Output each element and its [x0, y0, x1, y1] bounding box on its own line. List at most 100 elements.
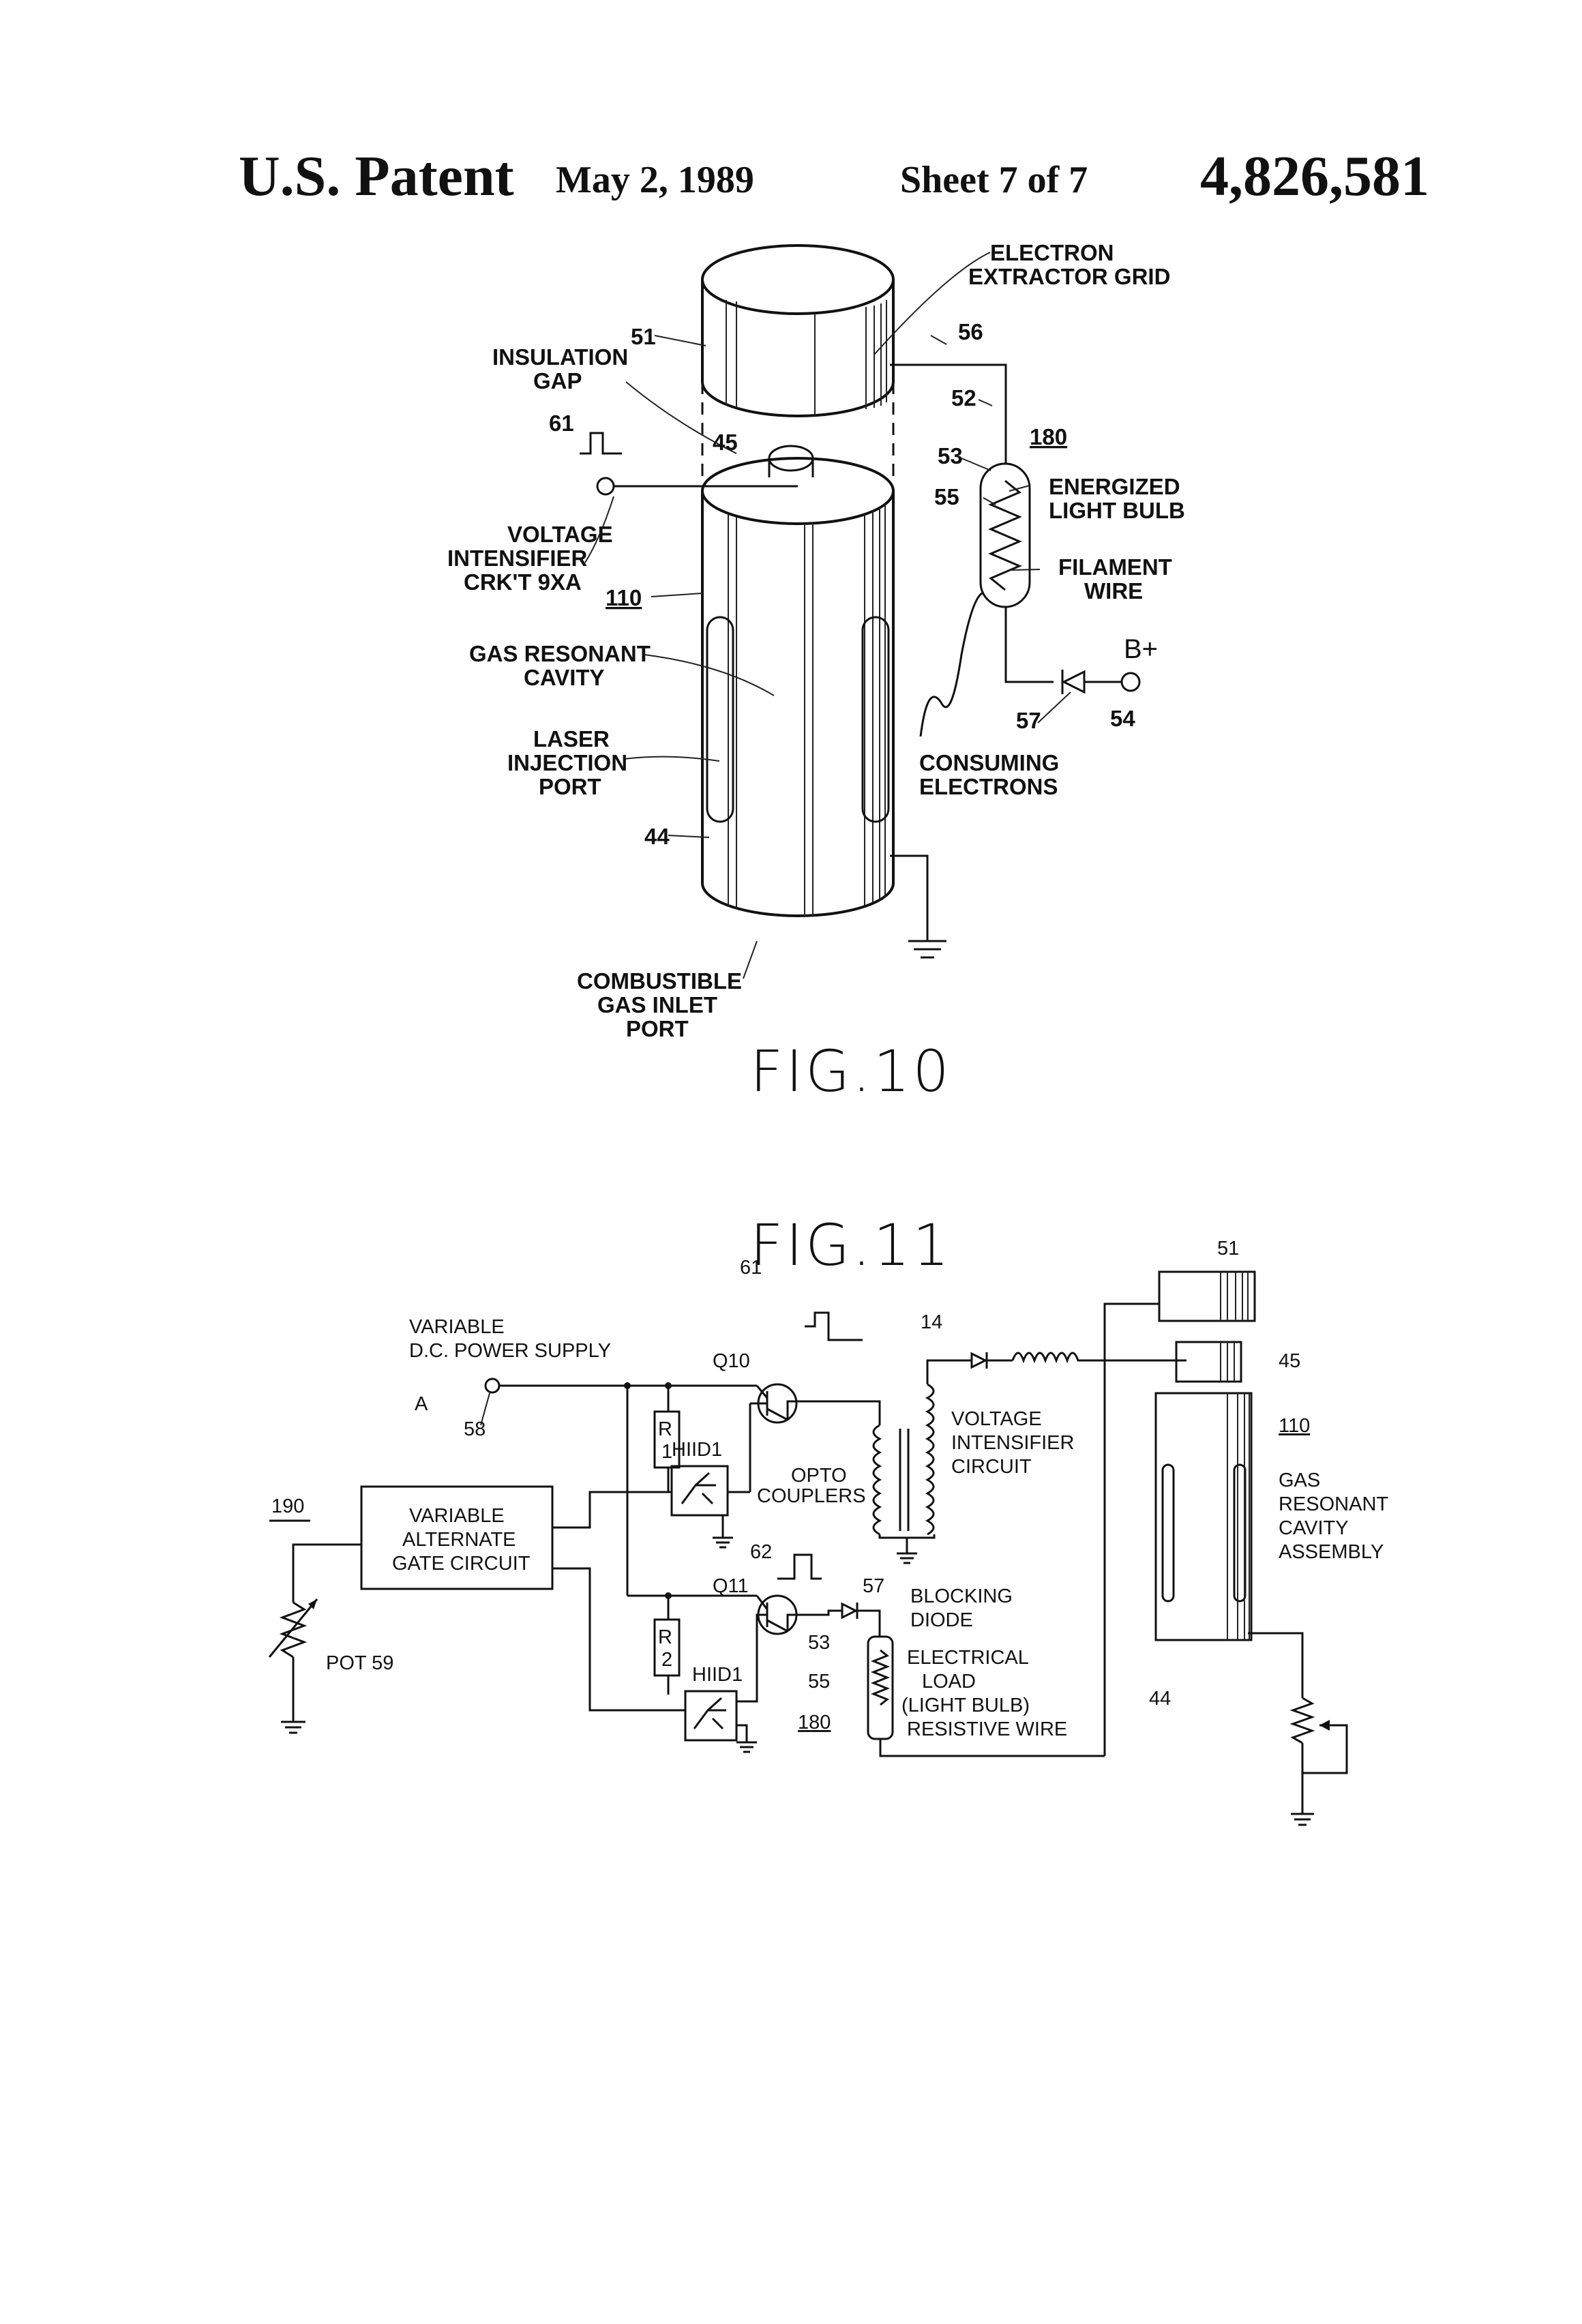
fig11-label-cavity: CAVITY [1279, 1517, 1349, 1539]
fig11-label-q11: Q11 [713, 1575, 749, 1597]
fig11-ref-57: 57 [863, 1575, 884, 1597]
fig11-label-vagc-3: GATE CIRCUIT [392, 1553, 531, 1575]
fig11-label-dc-power: D.C. POWER SUPPLY [409, 1340, 611, 1362]
fig11-cavity-assembly [1156, 1393, 1251, 1640]
fig10-leader-lines [585, 252, 1071, 979]
fig11-ref-14: 14 [921, 1311, 942, 1333]
fig11-label-load: LOAD [922, 1671, 976, 1693]
fig10-label-light-bulb: LIGHT BULB [1049, 498, 1185, 523]
fig11-label-gas: GAS [1279, 1470, 1320, 1491]
fig11-ref-62: 62 [750, 1541, 772, 1563]
fig11-label-opto: OPTO [791, 1465, 847, 1487]
fig11-electrode-45 [1176, 1342, 1241, 1382]
fig10-consuming-electrons-arrow [921, 593, 982, 736]
fig11-ground-pot [1248, 1633, 1347, 1825]
fig10-label-gap: GAP [533, 368, 582, 393]
fig10-label-injection: INJECTION [507, 750, 627, 775]
fig10-ref-180: 180 [1030, 424, 1067, 449]
fig10-ref-51: 51 [631, 324, 656, 349]
fig11-opto-bottom-inner [694, 1698, 726, 1729]
fig11-label-voltage: VOLTAGE [951, 1408, 1042, 1430]
fig10-label-insulation: INSULATION [492, 344, 628, 370]
fig10-light-bulb [981, 464, 1030, 607]
fig10-terminal-b-plus [1122, 673, 1139, 691]
fig10-ground [890, 856, 946, 957]
fig11-ref-61: 61 [740, 1257, 762, 1279]
fig11-choke-coil [1013, 1353, 1186, 1360]
fig11-label-variable: VARIABLE [409, 1316, 505, 1338]
fig11-diode-14 [972, 1352, 1013, 1369]
fig10-caption: FIG.10 [750, 1038, 952, 1105]
fig10-label-gas-resonant: GAS RESONANT [469, 641, 651, 666]
fig10-extractor-grid [702, 245, 893, 416]
fig10-label-electron: ELECTRON [990, 240, 1114, 265]
fig11-diode-57 [842, 1603, 880, 1637]
fig11-label-hiid1-bottom: HIID1 [692, 1664, 743, 1686]
fig10-label-port: PORT [539, 774, 601, 799]
fig11-label-hiid1-top: HIID1 [672, 1439, 722, 1461]
fig11-label-resistive-wire: RESISTIVE WIRE [907, 1718, 1067, 1740]
fig10-label-voltage: VOLTAGE [507, 522, 613, 547]
fig10-ref-44: 44 [644, 824, 670, 849]
fig10-ref-55: 55 [934, 484, 959, 509]
fig11-label-assembly: ASSEMBLY [1279, 1541, 1384, 1563]
fig11-ref-180: 180 [798, 1712, 831, 1733]
fig10-ref-57: 57 [1016, 708, 1041, 733]
fig11-label-r1-a: R [658, 1418, 672, 1440]
fig11-label-resonant: RESONANT [1279, 1493, 1388, 1515]
fig10-label-extractor-grid: EXTRACTOR GRID [968, 264, 1170, 289]
fig10-label-inlet-port: PORT [626, 1016, 689, 1041]
fig11-opto-top-ground [713, 1515, 733, 1547]
fig11-ref-44: 44 [1149, 1688, 1171, 1710]
fig11-caption: FIG.11 [750, 1212, 952, 1279]
fig11-opto-top [672, 1466, 728, 1515]
fig11-opto-top-inner [682, 1473, 716, 1504]
fig10-diode-57 [1062, 670, 1122, 694]
fig11-label-point-a: A [415, 1393, 428, 1415]
fig10-cavity-cylinder [702, 458, 893, 916]
fig11-electrode-51 [1159, 1272, 1255, 1321]
fig10-ref-45: 45 [713, 430, 738, 455]
fig10-label-wire: WIRE [1084, 578, 1143, 604]
fig10-ref-56: 56 [958, 319, 983, 344]
fig10-label-laser: LASER [533, 726, 610, 751]
fig11-ref-190: 190 [271, 1495, 304, 1517]
fig11-ref-55: 55 [808, 1671, 830, 1693]
fig10-ref-53: 53 [938, 443, 963, 468]
fig10-terminal-61 [597, 478, 614, 494]
fig11-label-r2-a: R [658, 1626, 672, 1648]
fig11-ref-110: 110 [1279, 1415, 1310, 1437]
fig11-ref-53: 53 [808, 1632, 830, 1654]
fig11-transistor-q11 [757, 1596, 842, 1634]
fig10-label-b-plus: B+ [1124, 634, 1158, 664]
fig11-ref-45: 45 [1279, 1350, 1300, 1372]
fig10-label-cavity: CAVITY [524, 665, 605, 690]
fig11-drawing: FIG.11 [269, 1212, 1388, 1825]
fig10-electrode-45 [769, 446, 813, 477]
fig11-pot-wire [293, 1545, 361, 1603]
fig11-terminal-58 [486, 1379, 499, 1392]
fig11-label-diode: DIODE [910, 1609, 973, 1631]
fig11-opto-bottom-ground [736, 1725, 757, 1752]
fig11-vagc-out-top [552, 1492, 672, 1528]
fig10-label-crkt: CRK'T 9XA [464, 569, 582, 595]
fig11-ref-51: 51 [1217, 1238, 1239, 1260]
fig11-label-intensifier: INTENSIFIER [951, 1432, 1074, 1454]
fig10-ref-61: 61 [549, 411, 574, 436]
fig10-ref-110: 110 [606, 585, 642, 610]
fig10-label-gas-inlet: GAS INLET [597, 992, 717, 1017]
fig10-label-intensifier: INTENSIFIER [447, 546, 588, 571]
fig11-label-pot: POT 59 [326, 1652, 393, 1674]
fig11-label-vagc-1: VARIABLE [409, 1505, 505, 1527]
fig11-label-blocking: BLOCKING [910, 1585, 1013, 1607]
fig11-pot-59 [269, 1599, 317, 1733]
fig11-ref-58: 58 [464, 1418, 486, 1440]
fig11-label-electrical: ELECTRICAL [907, 1647, 1029, 1669]
fig10-pulse-61 [580, 433, 622, 453]
fig11-pulse-62 [777, 1555, 822, 1579]
fig11-label-light-bulb: (LIGHT BULB) [901, 1695, 1030, 1716]
fig10-wire-to-diode [1006, 607, 1054, 682]
fig10-ref-52: 52 [951, 385, 976, 411]
fig11-label-circuit: CIRCUIT [951, 1456, 1032, 1478]
